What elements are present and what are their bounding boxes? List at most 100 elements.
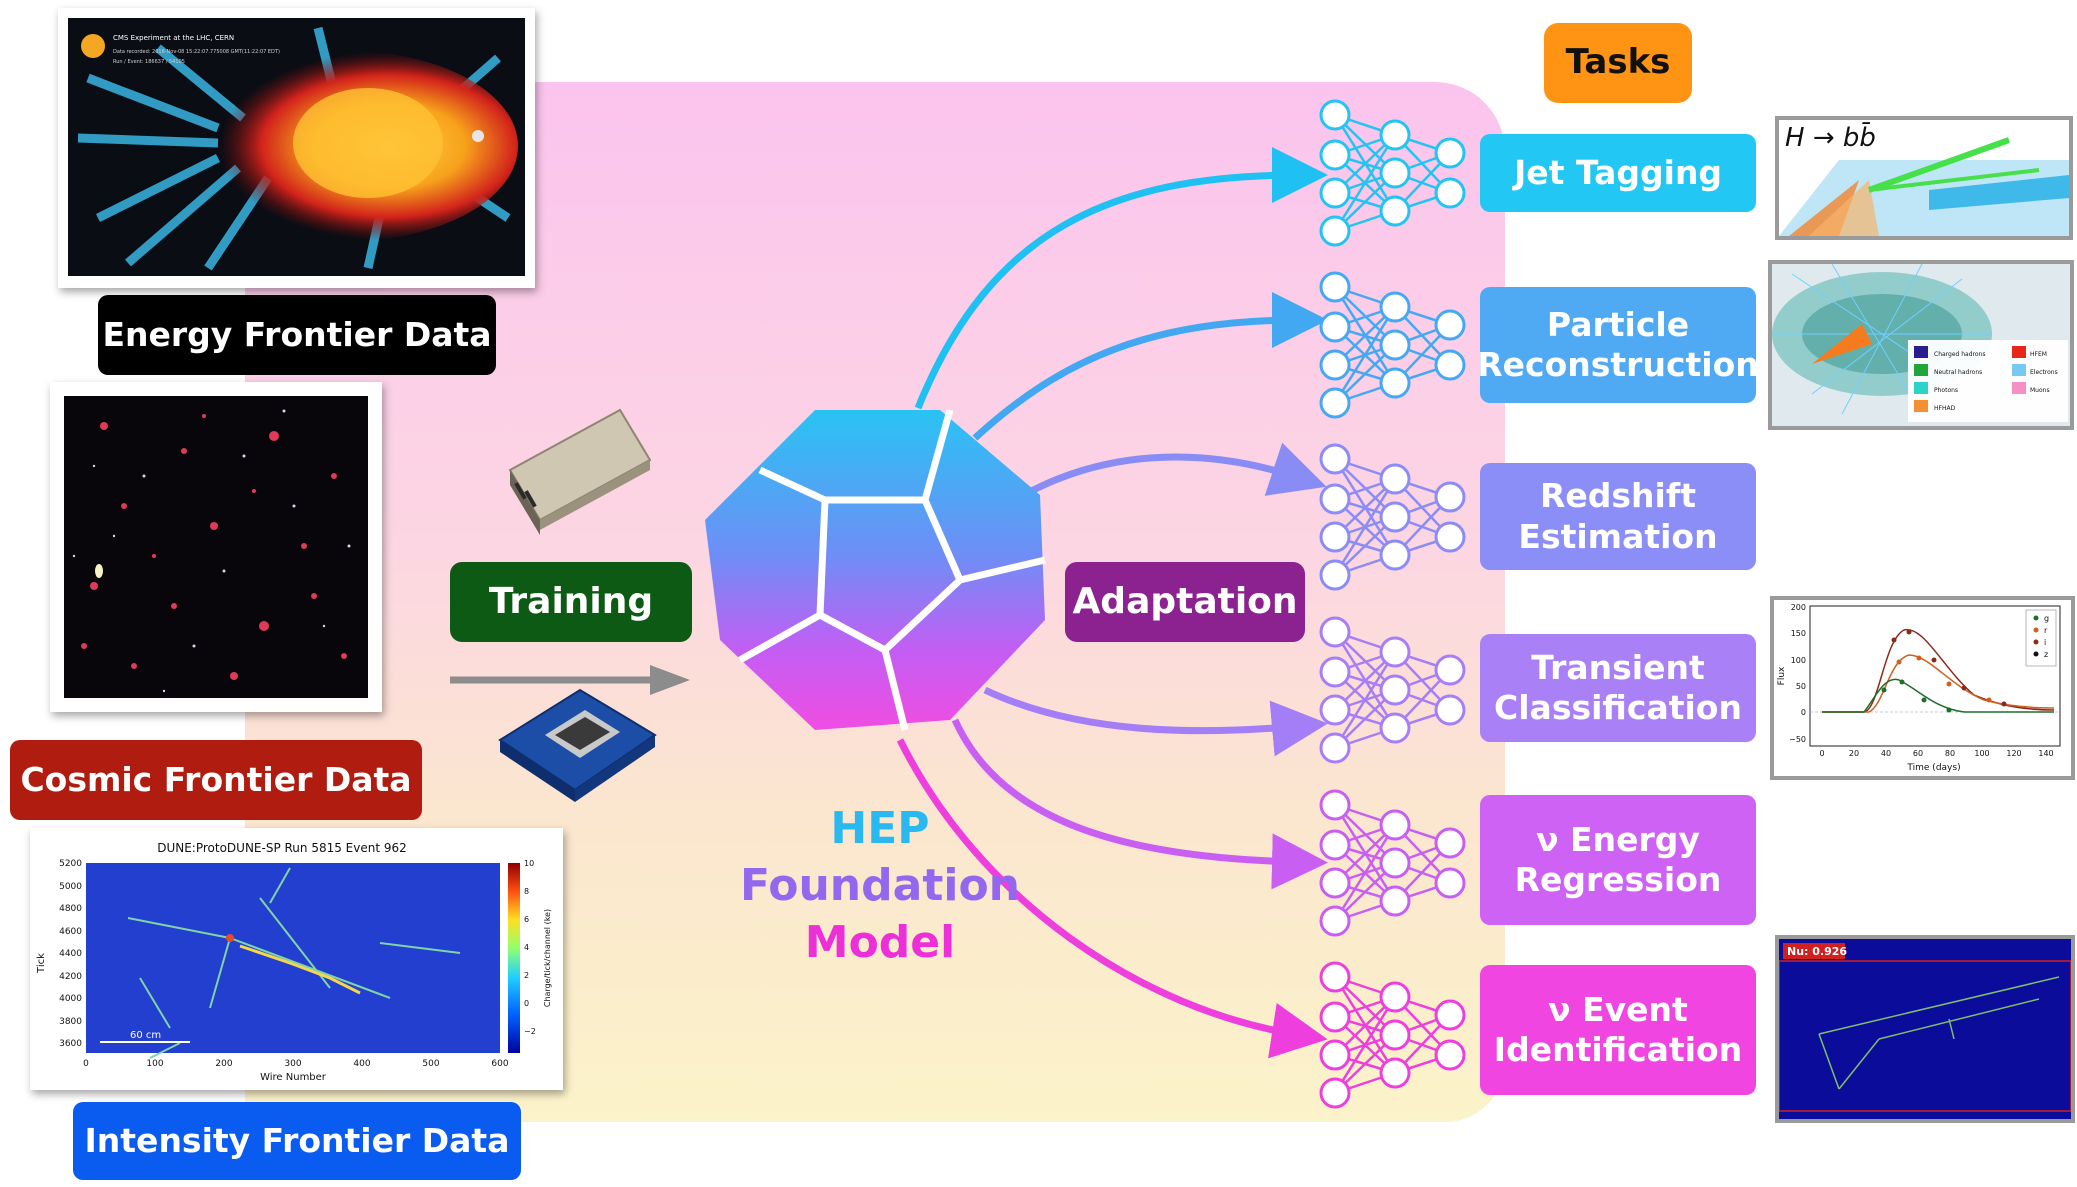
legend-item: HFEM <box>2030 351 2047 358</box>
task-line: ν Energy <box>1536 819 1700 859</box>
sky-survey-image <box>72 409 351 693</box>
cms-caption-1: CMS Experiment at the LHC, CERN <box>113 34 234 42</box>
particle-flow-event: Charged hadrons HFEM Neutral hadrons Ele… <box>1772 264 2070 426</box>
title-foundation: Foundation <box>739 860 1020 912</box>
dune-x-tick: 600 <box>491 1059 508 1069</box>
dune-y-tick: 3800 <box>59 1017 82 1027</box>
nu-score-label: Nu: 0.926 <box>1787 945 1847 958</box>
transient-legend: i <box>2044 638 2046 647</box>
transient-y-tick: 50 <box>1796 682 1806 691</box>
transient-x-tick: 20 <box>1849 749 1859 758</box>
particle-reconstruction-thumbnail: Charged hadrons HFEM Neutral hadrons Ele… <box>1768 260 2074 430</box>
higgs-label: H → bb̄ <box>1785 121 1876 153</box>
dune-x-tick: 400 <box>353 1059 370 1069</box>
energy-frontier-label: Energy Frontier Data <box>98 295 496 375</box>
nu-event-display: Nu: 0.926 <box>1779 939 2071 1119</box>
dune-colorbar-tick: 2 <box>524 971 529 980</box>
title-model: Model <box>804 917 956 969</box>
intensity-frontier-photo: DUNE:ProtoDUNE-SP Run 5815 Event 962 60 … <box>30 828 563 1090</box>
dune-x-label: Wire Number <box>260 1072 327 1083</box>
dune-colorbar-tick: 8 <box>524 887 529 896</box>
task-line: Identification <box>1493 1030 1743 1069</box>
dune-y-tick: 5200 <box>59 859 82 869</box>
dune-scale-label: 60 cm <box>130 1030 161 1041</box>
nn-icon-nu-energy <box>1319 789 1466 937</box>
dune-x-tick: 500 <box>422 1059 439 1069</box>
cms-caption-2: Data recorded: 2016-Nov-08 15:22:07.7750… <box>113 49 280 55</box>
training-label: Training <box>450 562 692 642</box>
transient-x-tick: 60 <box>1913 749 1923 758</box>
dune-y-tick: 5000 <box>59 882 82 892</box>
task-line: Jet Tagging <box>1513 152 1723 192</box>
dune-colorbar-label: Charge/tick/channel (ke) <box>543 909 552 1007</box>
dune-y-tick: 4600 <box>59 927 82 937</box>
dune-x-tick: 0 <box>83 1059 89 1069</box>
transient-y-tick: 0 <box>1801 708 1806 717</box>
nn-icon-jet <box>1319 99 1466 247</box>
dune-x-tick: 200 <box>215 1059 232 1069</box>
neural-network-icons <box>1319 99 1466 1109</box>
transient-x-tick: 80 <box>1945 749 1955 758</box>
cosmic-frontier-photo <box>50 382 382 712</box>
legend-item: Charged hadrons <box>1934 351 1985 358</box>
dune-colorbar-tick: 10 <box>524 859 534 868</box>
dune-plot-title: DUNE:ProtoDUNE-SP Run 5815 Event 962 <box>157 841 407 855</box>
dune-y-tick: 4800 <box>59 904 82 914</box>
dune-y-tick: 3600 <box>59 1039 82 1049</box>
energy-frontier-photo: CMS Experiment at the LHC, CERN Data rec… <box>58 8 535 288</box>
chip-icon <box>498 688 657 802</box>
nn-icon-nu-event <box>1319 961 1466 1109</box>
nn-icon-particle <box>1319 271 1466 419</box>
transient-x-tick: 120 <box>2006 749 2021 758</box>
intensity-frontier-label: Intensity Frontier Data <box>73 1102 521 1180</box>
higgs-bb-event: H → bb̄ <box>1779 121 2069 236</box>
task-line: Redshift <box>1540 476 1696 516</box>
dune-colorbar-tick: 6 <box>524 915 529 924</box>
dune-colorbar-tick: 0 <box>524 999 529 1008</box>
cms-caption-3: Run / Event: 186637 / 54105 <box>113 59 185 65</box>
nn-icon-transient <box>1319 616 1466 764</box>
task-line: Regression <box>1514 860 1722 899</box>
legend-item: Muons <box>2030 387 2050 394</box>
tasks-header: Tasks <box>1544 23 1692 103</box>
transient-lightcurve-thumbnail: 200 150 100 50 0 −50 0 20 40 60 80 100 1… <box>1770 596 2075 780</box>
dune-colorbar <box>508 863 520 1053</box>
dune-y-tick: 4200 <box>59 972 82 982</box>
task-line: Transient <box>1531 647 1705 687</box>
legend-item: Photons <box>1934 387 1958 394</box>
nn-icon-redshift <box>1319 443 1466 591</box>
foundation-model-dodecahedron <box>705 409 1046 731</box>
dune-event-plot: DUNE:ProtoDUNE-SP Run 5815 Event 962 60 … <box>36 841 552 1083</box>
training-arrow <box>450 665 690 695</box>
task-line: Reconstruction <box>1477 345 1759 384</box>
dune-colorbar-tick: 4 <box>524 943 529 952</box>
transient-y-tick: −50 <box>1789 735 1806 744</box>
dune-y-tick: 4400 <box>59 949 82 959</box>
dune-x-tick: 100 <box>146 1059 163 1069</box>
transient-y-tick: 200 <box>1791 603 1806 612</box>
adaptation-label: Adaptation <box>1065 562 1305 642</box>
transient-y-tick: 150 <box>1791 629 1806 638</box>
transient-legend: r <box>2044 626 2048 635</box>
task-line: Classification <box>1494 688 1742 727</box>
dune-x-tick: 300 <box>284 1059 301 1069</box>
transient-legend: g <box>2044 614 2049 623</box>
nu-event-thumbnail: Nu: 0.926 <box>1775 935 2075 1123</box>
transient-x-label: Time (days) <box>1906 763 1960 773</box>
task-line: ν Event <box>1548 989 1688 1029</box>
legend-item: HFHAD <box>1934 405 1956 412</box>
transient-y-label: Flux <box>1777 666 1787 685</box>
dune-y-label: Tick <box>36 953 47 974</box>
light-curve-plot: 200 150 100 50 0 −50 0 20 40 60 80 100 1… <box>1777 603 2061 773</box>
legend-item: Electrons <box>2030 369 2058 376</box>
dune-y-tick: 4000 <box>59 994 82 1004</box>
transient-x-tick: 40 <box>1881 749 1891 758</box>
task-line: Particle <box>1546 304 1690 344</box>
transient-legend: z <box>2044 650 2048 659</box>
